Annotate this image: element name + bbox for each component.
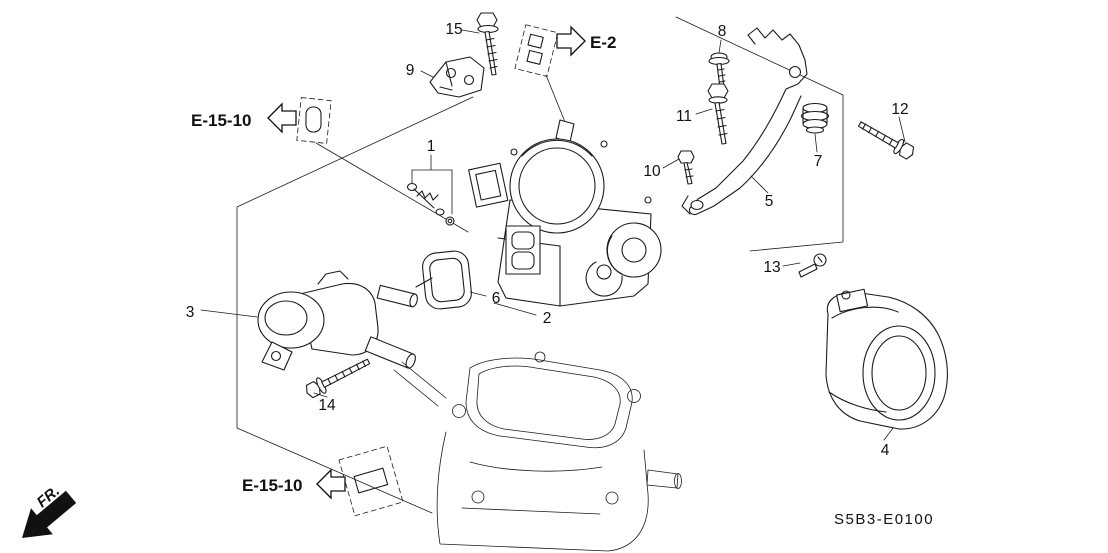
ref-box-e1510-top — [296, 97, 332, 144]
part-label-5: 5 — [765, 193, 774, 210]
part-label-8: 8 — [718, 23, 727, 40]
part-label-10: 10 — [643, 163, 661, 180]
ref-label-e2: E-2 — [590, 33, 616, 52]
hose-stub — [305, 106, 322, 133]
part-label-7: 7 — [814, 153, 823, 170]
part-1-callout-bracket — [411, 154, 453, 215]
throttle-body-drawing — [468, 119, 662, 307]
bracket-drawing — [681, 27, 808, 216]
ref-box-e2 — [514, 24, 559, 77]
part-label-13: 13 — [763, 259, 780, 276]
ref-arrow-e2-icon — [556, 25, 586, 57]
air-tube-drawing — [825, 288, 948, 430]
bolt-14-drawing — [305, 358, 371, 399]
part-label-9: 9 — [406, 62, 415, 79]
ref-box-e1510-bottom — [338, 445, 404, 517]
iac-valve-drawing — [257, 270, 447, 407]
throttle-sensor-connector — [468, 162, 509, 208]
fr-arrow-icon — [22, 490, 77, 538]
bracket-9-drawing — [429, 56, 485, 98]
gasket-6-drawing — [422, 250, 472, 310]
part-label-14: 14 — [318, 397, 336, 414]
screw-8-drawing — [708, 52, 730, 89]
part-label-3: 3 — [186, 304, 195, 321]
part-label-15: 15 — [445, 21, 462, 38]
ref-label-e1510-top: E-15-10 — [191, 111, 251, 130]
screw-13-drawing — [798, 253, 827, 278]
part-label-12: 12 — [891, 101, 908, 118]
ref-label-e1510-bottom: E-15-10 — [242, 476, 302, 495]
part-label-1: 1 — [427, 138, 436, 155]
grommet-drawing — [800, 102, 830, 134]
part-label-6: 6 — [492, 290, 501, 307]
bolt-11-drawing — [707, 83, 729, 145]
tube-clamp — [836, 288, 869, 313]
bolt-15-drawing — [476, 12, 499, 76]
ref-arrow-e1510-top-icon — [267, 102, 297, 134]
fr-direction-indicator: FR. — [22, 483, 77, 538]
part-label-11: 11 — [676, 108, 692, 125]
bolt-12-drawing — [857, 121, 915, 160]
diagram-code: S5B3-E0100 — [834, 511, 934, 528]
part-label-2: 2 — [543, 310, 552, 327]
ref-arrow-e1510-bottom-icon — [316, 468, 346, 500]
screw-set-1-drawing — [406, 182, 455, 226]
group-outline-lines — [236, 16, 844, 514]
part-label-4: 4 — [881, 442, 890, 459]
bolt-10-drawing — [677, 150, 695, 185]
intake-manifold-drawing — [436, 351, 682, 552]
leader-lines — [200, 29, 906, 441]
